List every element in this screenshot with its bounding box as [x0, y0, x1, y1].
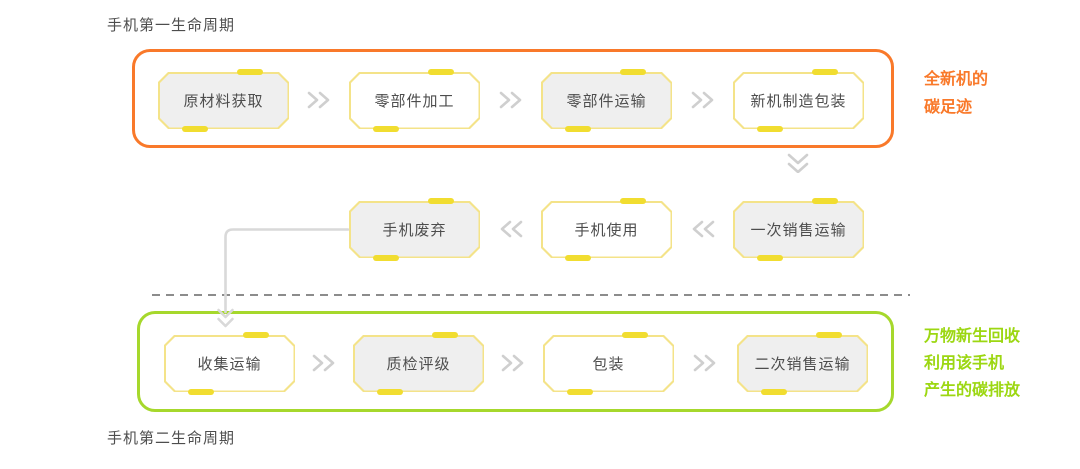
tab-bottom-icon: [756, 126, 783, 132]
tab-top-icon: [431, 332, 458, 338]
tab-top-icon: [619, 69, 646, 75]
stage-box-phone-use: 手机使用: [541, 198, 672, 261]
second-lifecycle-frame: [137, 311, 894, 412]
stage-box-parts-processing: 零部件加工: [349, 69, 480, 132]
note-line: 碳足迹: [924, 99, 973, 116]
stage-fill: [166, 337, 294, 391]
tab-top-icon: [242, 332, 269, 338]
note-line: 万物新生回收: [924, 328, 1021, 345]
stage-box-packaging: 包装: [543, 332, 674, 395]
stage-label: 质检评级: [386, 356, 451, 373]
tab-top-icon: [427, 69, 454, 75]
stage-box-second-sale-transport: 二次销售运输: [737, 332, 868, 395]
stage-box-collection-transport: 收集运输: [164, 332, 295, 395]
tab-bottom-icon: [187, 389, 214, 395]
stage-label: 零部件加工: [374, 93, 455, 110]
chevron-right-icon: [691, 91, 714, 109]
tab-bottom-icon: [376, 389, 403, 395]
stage-fill: [543, 203, 671, 257]
tab-bottom-icon: [564, 255, 591, 261]
tab-top-icon: [811, 198, 838, 204]
recycle-carbon-emission-note: 万物新生回收 利用该手机 产生的碳排放: [924, 323, 1020, 404]
stage-fill: [543, 74, 671, 128]
tab-top-icon: [621, 332, 648, 338]
tab-top-icon: [427, 198, 454, 204]
chevron-down-icon: [787, 153, 809, 173]
stage-box-raw-materials: 原材料获取: [158, 69, 289, 132]
chevron-left-icon: [692, 220, 715, 238]
tab-top-icon: [236, 69, 263, 75]
chevron-right-icon: [307, 91, 330, 109]
first-lifecycle-title: 手机第一生命周期: [107, 17, 236, 34]
stage-box-new-phone-manufacturing-packaging: 新机制造包装: [733, 69, 864, 132]
stage-label: 手机使用: [574, 222, 639, 239]
new-phone-carbon-footprint-note: 全新机的 碳足迹: [924, 66, 988, 122]
chevron-right-icon: [693, 354, 716, 372]
stage-label: 原材料获取: [183, 93, 264, 110]
tab-top-icon: [811, 69, 838, 75]
stage-label: 二次销售运输: [754, 356, 851, 373]
dashed-divider-line: [152, 294, 910, 296]
tab-bottom-icon: [372, 255, 399, 261]
note-line: 全新机的: [924, 71, 989, 88]
stage-label: 一次销售运输: [750, 222, 847, 239]
tab-bottom-icon: [372, 126, 399, 132]
stage-fill: [545, 337, 673, 391]
chevron-right-icon: [499, 91, 522, 109]
stage-label: 包装: [592, 356, 625, 373]
stage-box-phone-discard: 手机废弃: [349, 198, 480, 261]
stage-fill: [735, 203, 863, 257]
discard-to-collection-connector-arrow-icon: [217, 228, 350, 328]
stage-label: 收集运输: [197, 356, 262, 373]
stage-fill: [355, 337, 483, 391]
chevron-right-icon: [312, 354, 335, 372]
stage-fill: [160, 74, 288, 128]
stage-fill: [739, 337, 867, 391]
tab-bottom-icon: [181, 126, 208, 132]
tab-top-icon: [815, 332, 842, 338]
chevron-right-icon: [501, 354, 524, 372]
stage-fill: [735, 74, 863, 128]
tab-bottom-icon: [564, 126, 591, 132]
tab-bottom-icon: [566, 389, 593, 395]
tab-top-icon: [619, 198, 646, 204]
note-line: 产生的碳排放: [924, 382, 1021, 399]
stage-label: 新机制造包装: [750, 93, 847, 110]
stage-box-quality-inspection-grading: 质检评级: [353, 332, 484, 395]
tab-bottom-icon: [756, 255, 783, 261]
chevron-left-icon: [500, 220, 523, 238]
note-line: 利用该手机: [924, 355, 1005, 372]
stage-label: 零部件运输: [566, 93, 647, 110]
stage-fill: [351, 74, 479, 128]
stage-box-parts-transport: 零部件运输: [541, 69, 672, 132]
stage-label: 手机废弃: [382, 222, 447, 239]
tab-bottom-icon: [760, 389, 787, 395]
first-lifecycle-frame: [132, 49, 894, 148]
stage-fill: [351, 203, 479, 257]
stage-box-first-sale-transport: 一次销售运输: [733, 198, 864, 261]
second-lifecycle-title: 手机第二生命周期: [107, 430, 236, 447]
